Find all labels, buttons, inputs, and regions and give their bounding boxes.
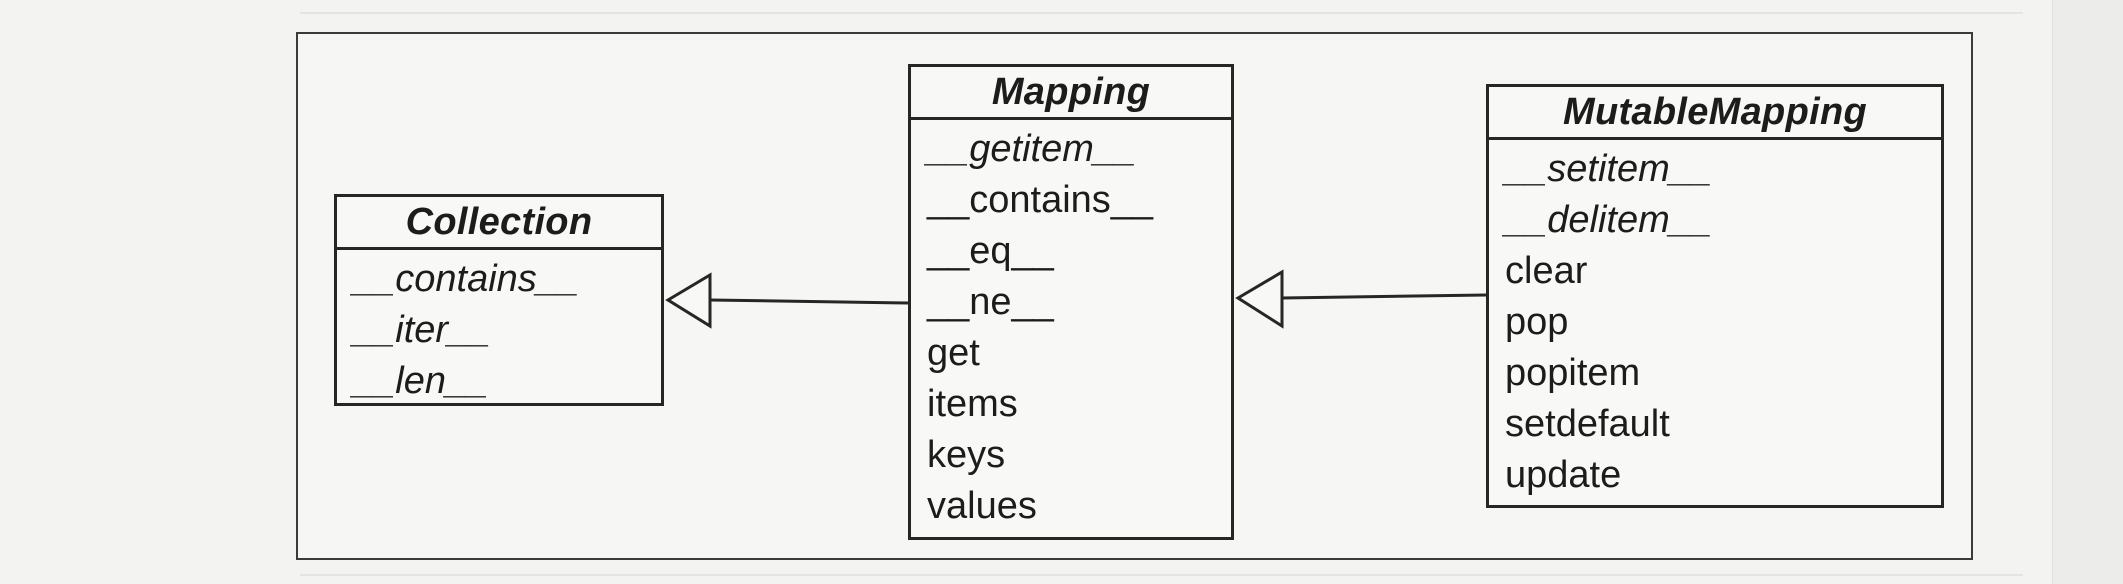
method-item: setdefault [1505,403,1670,445]
method-item: items [927,383,1018,425]
class-box-mapping: Mapping __getitem__ __contains__ __eq__ … [908,64,1234,540]
background-rule [300,574,2023,576]
inheritance-line [1281,293,1487,300]
class-box-mutablemapping: MutableMapping __setitem__ __delitem__ c… [1486,84,1944,508]
method-item: get [927,332,980,374]
method-item: __getitem__ [927,128,1137,170]
class-name: Mapping [911,67,1231,120]
inheritance-arrowhead [1235,269,1284,329]
method-item: __setitem__ [1505,148,1713,190]
member-list: __contains__ __iter__ __len__ [337,250,661,407]
member-list: __getitem__ __contains__ __eq__ __ne__ g… [911,120,1231,532]
method-item: __contains__ [353,258,580,300]
class-box-collection: Collection __contains__ __iter__ __len__ [334,194,664,406]
method-item: values [927,485,1037,527]
method-item: keys [927,434,1006,476]
method-item: __iter__ [353,309,491,351]
method-item: __contains__ [927,179,1154,221]
method-item: clear [1505,250,1588,292]
method-item: pop [1505,301,1569,343]
method-item: __len__ [353,360,489,402]
inheritance-line [709,298,909,305]
method-item: update [1505,454,1622,496]
inheritance-arrow-mutablemapping-to-mapping [1235,269,1487,329]
method-item: __eq__ [927,230,1054,272]
class-name: MutableMapping [1489,87,1941,140]
member-list: __setitem__ __delitem__ clear pop popite… [1489,140,1941,501]
method-item: __ne__ [927,281,1054,323]
method-item: popitem [1505,352,1641,394]
class-name: Collection [337,197,661,250]
background-rule [300,12,2023,14]
inheritance-arrow-mapping-to-collection [665,272,909,329]
page-edge [2052,0,2123,584]
method-item: __delitem__ [1505,199,1713,241]
inheritance-arrowhead [665,272,712,329]
